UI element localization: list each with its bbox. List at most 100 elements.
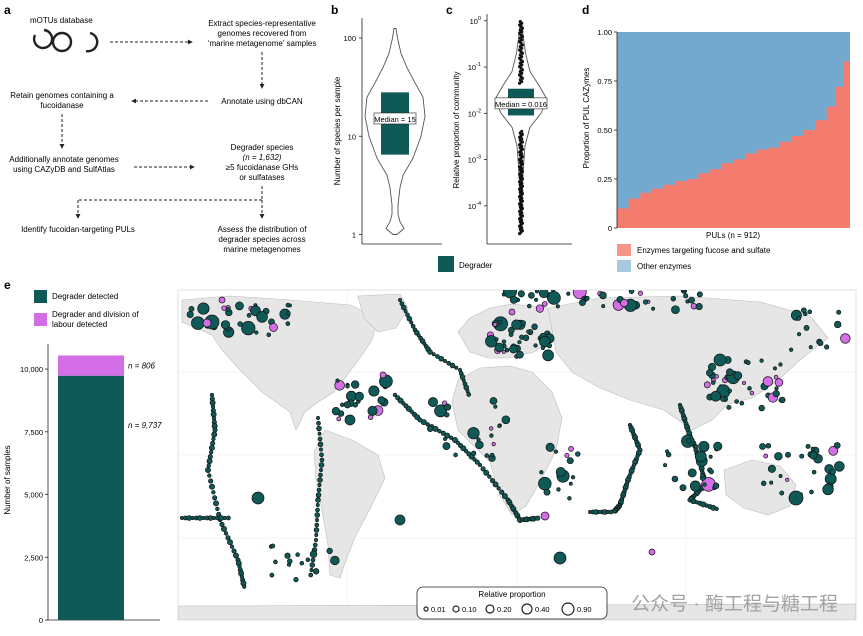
map-point-degrader <box>305 557 311 563</box>
legend-d-swatch-other <box>617 260 631 272</box>
step-retain: Retain genomes containing a fucoidanase <box>10 91 114 110</box>
map-point-division <box>491 442 496 447</box>
map-point-degrader <box>599 291 607 300</box>
map-legend-circle <box>561 602 575 616</box>
map-point-degrader <box>425 422 430 427</box>
step-retain-line: Retain genomes containing a <box>10 91 114 100</box>
map-point-degrader <box>601 304 606 309</box>
legend-e-swatch-degrader <box>34 290 47 303</box>
map-point-degrader <box>211 490 216 495</box>
map-point-division <box>785 477 790 482</box>
map-point-degrader <box>409 320 414 325</box>
map-point-degrader <box>309 550 318 558</box>
map-point-degrader <box>765 443 772 449</box>
tick-label: 1 <box>352 230 356 239</box>
map-point-degrader <box>475 440 484 450</box>
map-point-degrader <box>694 450 707 463</box>
map-point-degrader <box>726 404 732 410</box>
map-point-degrader <box>772 390 780 398</box>
map-point-degrader <box>444 432 451 439</box>
map-point-degrader <box>706 369 714 377</box>
map-point-degrader <box>223 531 229 536</box>
watermark: 公众号 · 酶工程与糖工程 <box>631 593 838 615</box>
map-point-degrader <box>352 402 358 408</box>
map-point-degrader <box>485 335 498 348</box>
map-point-degrader <box>270 543 276 549</box>
map-point-degrader <box>539 470 544 475</box>
map-point-degrader <box>273 559 278 565</box>
e-tick-label: 2,500 <box>24 553 43 562</box>
map-point-degrader <box>211 416 217 421</box>
map-point-degrader <box>799 453 805 459</box>
map-point-degrader <box>188 305 195 312</box>
mOTUs-db-label: mOTUs database <box>30 16 93 25</box>
legend-d-label-fucose: Enzymes targeting fucose and sulfate <box>637 246 771 255</box>
map-point-degrader <box>809 451 818 460</box>
map-point-degrader <box>526 329 531 334</box>
map-point-degrader <box>679 484 687 492</box>
map-point-degrader <box>759 358 764 363</box>
map-point-division <box>742 380 746 385</box>
map-point-division <box>501 349 506 354</box>
map-point-degrader <box>671 475 679 483</box>
b-median-label-bg <box>373 112 417 125</box>
map-point-division <box>749 390 755 396</box>
d-tick-label: 1.00 <box>597 28 612 37</box>
map-point-degrader <box>511 319 522 330</box>
legend-d-swatch-fucose <box>617 244 631 256</box>
map-legend-label: 0.40 <box>535 605 550 614</box>
map-point-division <box>763 453 769 459</box>
step-extract: Extract species-representative genomes r… <box>208 19 317 48</box>
map-point-degrader <box>556 487 561 492</box>
step-additional-line: Additionally annotate genomes <box>9 155 118 164</box>
map-point-degrader <box>454 365 459 370</box>
map-point-degrader <box>480 466 486 472</box>
map-point-degrader <box>747 386 752 391</box>
map-point-degrader <box>180 516 184 520</box>
map-point-degrader <box>803 311 808 317</box>
map-point-degrader <box>516 350 524 359</box>
map-point-degrader <box>761 480 767 487</box>
tick-label: 100 <box>470 16 481 26</box>
map-point-degrader <box>808 345 813 350</box>
map-point-degrader <box>555 467 566 477</box>
map-legend-label: 0.90 <box>577 605 592 614</box>
b-violin <box>364 28 426 235</box>
step-degrader-line: Degrader species <box>231 143 294 152</box>
map-point-degrader <box>427 425 434 433</box>
c-median-label: Median = 0.016 <box>495 100 547 109</box>
map-point-degrader <box>566 291 571 296</box>
map-point-degrader <box>651 306 656 311</box>
e-bar-degrader <box>58 375 124 620</box>
map-point-degrader <box>575 451 581 457</box>
map-point-degrader <box>739 401 745 406</box>
map-point-degrader <box>241 320 256 336</box>
map-point-degrader <box>206 463 211 468</box>
map-point-degrader <box>225 535 231 541</box>
step-extract-line: ‘marine metagenome’ samples <box>208 39 317 48</box>
map-point-degrader <box>517 340 522 345</box>
e-bar-label-division: n = 806 <box>128 362 155 371</box>
map-point-degrader <box>315 503 320 507</box>
map-point-degrader <box>316 416 320 420</box>
d-tick-label: 0.75 <box>597 77 612 86</box>
map-point-degrader <box>318 462 325 468</box>
map-point-degrader <box>205 467 211 473</box>
map-point-degrader <box>497 423 502 428</box>
map-point-division <box>218 296 226 304</box>
map-point-degrader <box>318 472 323 478</box>
map-point-division <box>714 374 719 379</box>
map-point-degrader <box>443 436 448 442</box>
map-point-degrader <box>836 309 842 315</box>
map-point-degrader <box>517 290 525 298</box>
map-point-degrader <box>612 509 617 514</box>
map-point-degrader <box>822 483 834 496</box>
map-point-degrader <box>696 291 703 298</box>
map-point-degrader <box>317 436 323 442</box>
map-point-degrader <box>534 290 540 294</box>
map-legend-box <box>416 586 608 620</box>
map-point-degrader <box>319 447 323 452</box>
map-point-division <box>269 323 278 332</box>
map-point-degrader <box>608 509 614 515</box>
map-point-degrader <box>286 310 291 316</box>
